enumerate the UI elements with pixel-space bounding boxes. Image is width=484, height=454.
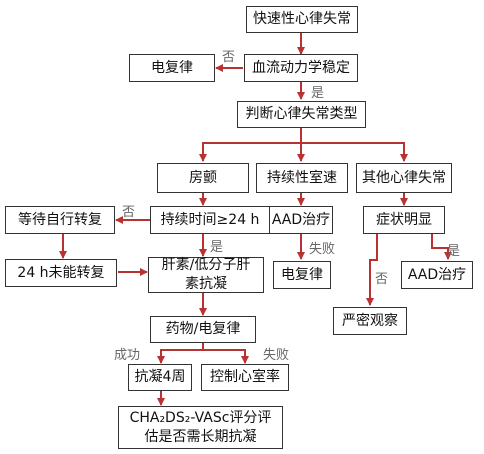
node-symptomatic: 症状明显	[363, 206, 445, 234]
label-yes-hemo: 是	[311, 86, 325, 101]
node-hemodynamic-stable: 血流动力学稳定	[244, 54, 358, 82]
node-aad-therapy-vt: AAD治疗	[269, 206, 333, 234]
node-24h-no-conversion: 24 h未能转复	[5, 259, 117, 287]
node-wait-conversion: 等待自行转复	[5, 206, 115, 234]
label-no-duration: 否	[122, 205, 136, 220]
label-success: 成功	[114, 348, 141, 363]
node-aad-therapy-other: AAD治疗	[401, 261, 473, 289]
node-atrial-fibrillation: 房颤	[157, 163, 249, 193]
heparin-line-2: 素抗凝	[185, 276, 227, 292]
node-drug-electric-cardioversion: 药物/电复律	[150, 316, 256, 343]
node-cardioversion-vt: 电复律	[273, 261, 331, 289]
arrow-symptom-to-observe	[366, 234, 378, 306]
branch-drug-to-rate	[203, 349, 249, 364]
branch-drug-split	[157, 343, 204, 364]
node-duration-24h: 持续时间≥24 h	[150, 206, 270, 234]
heparin-line-1: 肝素/低分子肝	[161, 257, 251, 273]
node-other-arrhythmia: 其他心律失常	[356, 163, 452, 193]
branch-judge-to-types	[199, 128, 302, 162]
label-fail-aad: 失败	[309, 242, 336, 257]
node-heparin-anticoagulation: 肝素/低分子肝 素抗凝	[148, 257, 264, 293]
node-cardioversion-left: 电复律	[129, 54, 215, 82]
label-yes-symptom: 是	[447, 244, 461, 259]
cha-line-1: CHA₂DS₂-VASc评分评	[129, 409, 272, 426]
node-anticoagulate-4-weeks: 抗凝4周	[128, 364, 192, 391]
node-tachyarrhythmia: 快速性心律失常	[246, 6, 358, 33]
label-no-hemo: 否	[222, 50, 236, 65]
node-sustained-vt: 持续性室速	[256, 163, 348, 193]
label-no-symptom: 否	[375, 272, 389, 287]
label-yes-duration: 是	[210, 240, 224, 255]
node-rate-control: 控制心室率	[201, 364, 289, 391]
node-judge-arrhythmia-type: 判断心律失常类型	[237, 101, 366, 128]
branch-judge-to-other	[301, 142, 408, 162]
cha-line-2: 估是否需长期抗凝	[144, 428, 257, 445]
node-close-observation: 严密观察	[333, 307, 407, 335]
arrow-symptom-to-aad	[431, 234, 452, 260]
node-cha2ds2-vasc-assessment: CHA₂DS₂-VASc评分评 估是否需长期抗凝	[118, 406, 283, 449]
label-fail-drug: 失败	[263, 348, 290, 363]
